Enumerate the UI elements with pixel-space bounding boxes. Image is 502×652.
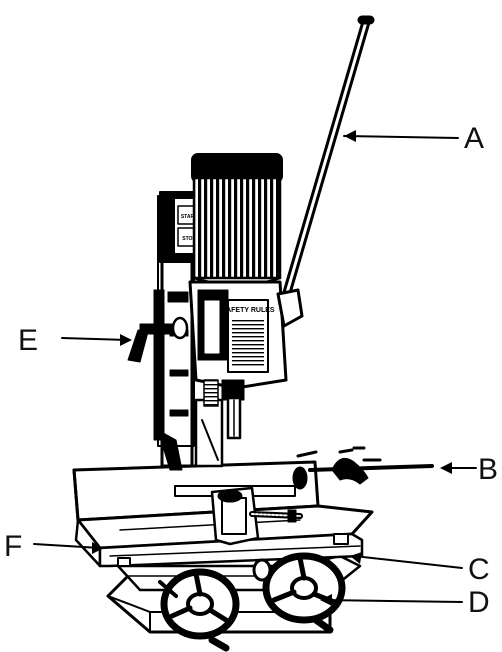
hold-down-rod [292, 446, 434, 490]
callout-arrow-f [33, 542, 104, 554]
handwheel-right [252, 552, 346, 634]
callout-arrow-d [320, 594, 463, 606]
callout-label-a: A [464, 122, 484, 155]
work-clamp [210, 486, 303, 546]
callout-arrow-a [343, 130, 459, 142]
callout-label-f: F [4, 530, 22, 563]
stop-button-label: STOP [182, 236, 196, 242]
start-button-label: START [181, 214, 197, 220]
callout-arrow-b [440, 462, 477, 474]
operating-lever [276, 15, 375, 328]
callout-label-c: C [468, 553, 490, 586]
head-housing [188, 280, 288, 440]
handwheel-left [158, 568, 240, 652]
callout-arrow-c [350, 552, 463, 569]
safety-rules-plate: SAFETY RULES [221, 307, 274, 314]
callout-label-e: E [18, 324, 38, 357]
motor [191, 153, 283, 287]
callout-label-b: B [478, 453, 498, 486]
callout-label-d: D [468, 586, 490, 619]
depth-stop-knob [127, 316, 189, 363]
callout-arrow-e [61, 334, 132, 346]
